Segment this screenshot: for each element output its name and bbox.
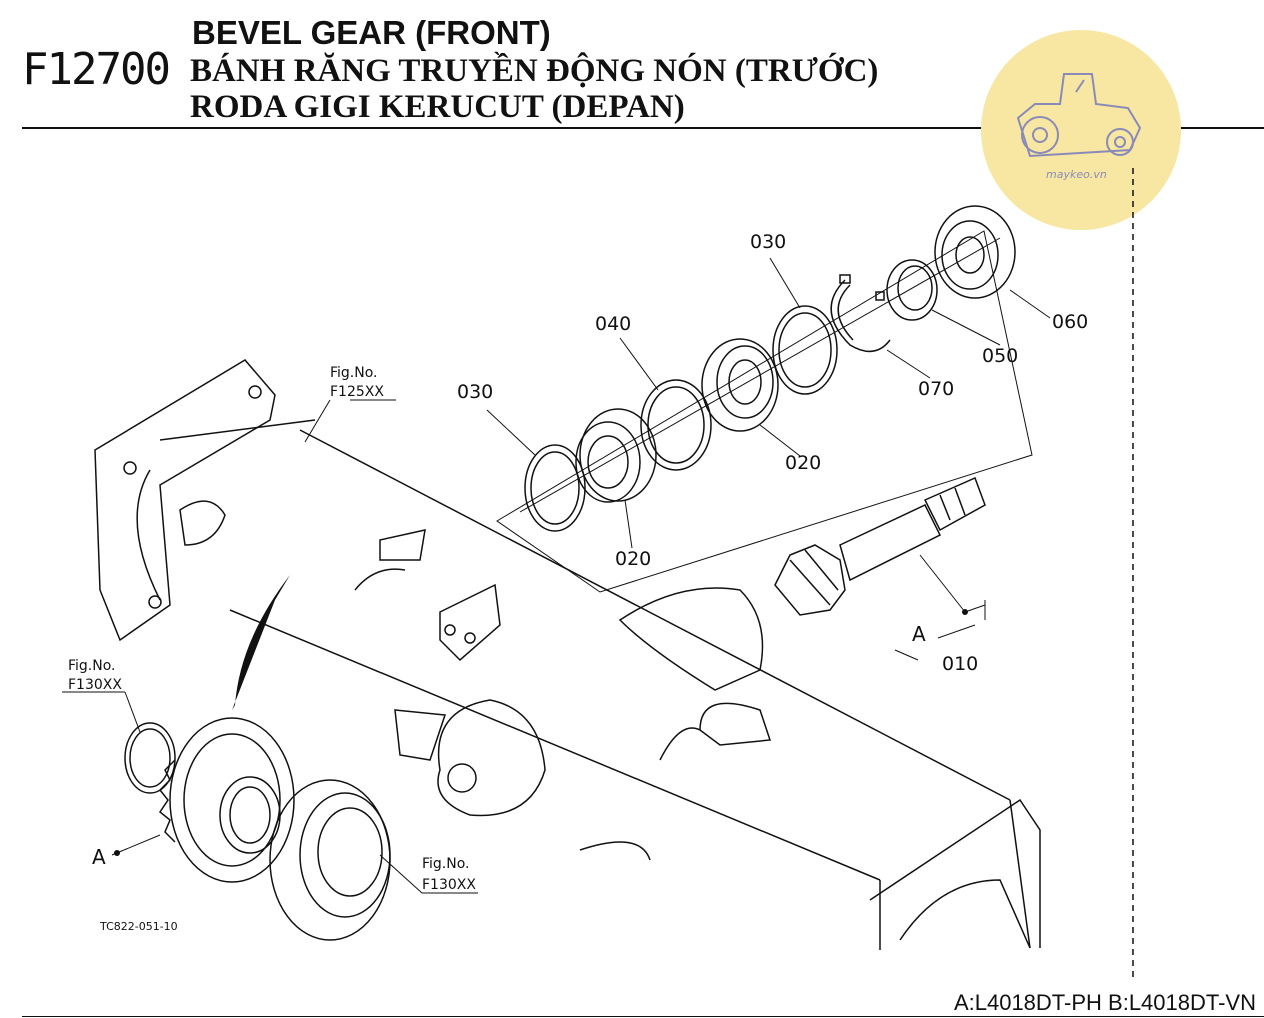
part-060 xyxy=(934,205,1016,299)
part-010-pinion-shaft xyxy=(774,476,986,616)
part-030-left xyxy=(524,444,586,532)
bevel-gear-front xyxy=(158,717,295,883)
part-030-top xyxy=(772,305,838,395)
part-040 xyxy=(640,379,712,471)
applicable-models: A:L4018DT-PH B:L4018DT-VN xyxy=(953,990,1256,1015)
figure-code: F12700 xyxy=(22,44,171,95)
part-070-snap-ring xyxy=(830,274,891,353)
fig-ref-left-label: Fig.No. xyxy=(68,658,116,674)
drawing-id: TC822-051-10 xyxy=(99,920,178,933)
ref-dot-a-gear xyxy=(114,850,120,856)
fig-ref-left-value: F130XX xyxy=(68,677,122,693)
label-020-right: 020 xyxy=(785,452,821,474)
label-030-left: 030 xyxy=(457,381,493,403)
leader-lines xyxy=(62,257,1051,894)
title-english: BEVEL GEAR (FRONT) xyxy=(192,14,551,51)
header-divider xyxy=(22,127,1264,129)
title-indonesian: RODA GIGI KERUCUT (DEPAN) xyxy=(190,89,685,125)
label-050: 050 xyxy=(982,345,1018,367)
assembly-arrow xyxy=(232,575,290,710)
watermark-logo: maykeo.vn xyxy=(981,30,1181,230)
label-ref-a-shaft: A xyxy=(912,622,926,646)
label-040: 040 xyxy=(595,313,631,335)
label-030-top: 030 xyxy=(750,231,786,253)
fig-ref-bottom-value: F130XX xyxy=(422,877,476,893)
part-020-left xyxy=(575,408,657,503)
snap-ring-left xyxy=(124,722,176,794)
tractor-icon xyxy=(1016,73,1142,158)
part-050 xyxy=(886,259,938,321)
exploded-parts-box xyxy=(496,230,1033,593)
fig-ref-top-label: Fig.No. xyxy=(330,365,378,381)
part-020-right xyxy=(701,338,779,432)
label-070: 070 xyxy=(918,378,954,400)
fig-ref-top-value: F125XX xyxy=(330,384,384,400)
watermark-text: maykeo.vn xyxy=(1046,168,1107,181)
bearing-bottom xyxy=(269,779,391,941)
housing xyxy=(94,359,1041,950)
footer-divider xyxy=(22,1016,1264,1017)
title-vietnamese: BÁNH RĂNG TRUYỀN ĐỘNG NÓN (TRƯỚC) xyxy=(190,53,879,89)
assembly-axis-line xyxy=(519,237,1001,513)
label-ref-a-gear: A xyxy=(92,845,106,869)
label-020-bottom: 020 xyxy=(615,548,651,570)
label-010: 010 xyxy=(942,653,978,675)
label-060: 060 xyxy=(1052,311,1088,333)
ref-dot-a-shaft xyxy=(962,609,968,615)
fig-ref-bottom-label: Fig.No. xyxy=(422,856,470,872)
